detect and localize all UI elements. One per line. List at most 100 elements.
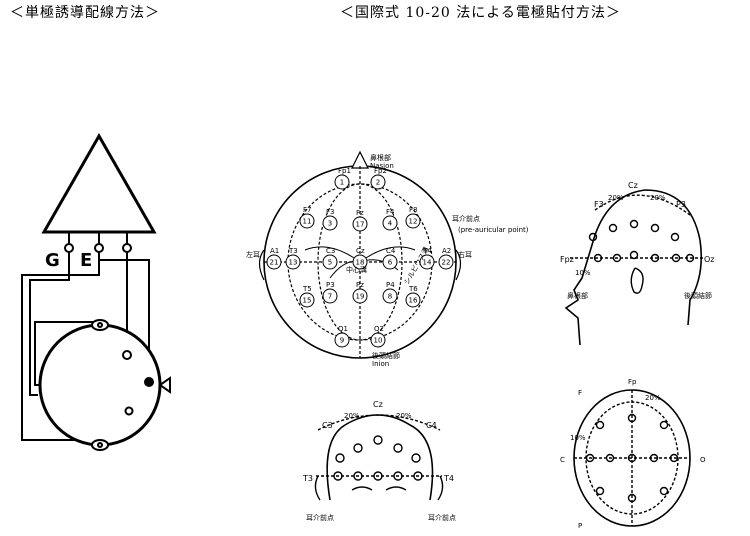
electrode-number: 3 (328, 220, 332, 228)
small-top-f: F (578, 389, 582, 397)
front-t3: T3 (302, 474, 313, 483)
electrode-label: Fp1 (338, 167, 351, 175)
electrode-fp1 (334, 174, 350, 190)
electrode-number: 6 (388, 259, 393, 267)
right-ear-label: 右耳 (458, 250, 472, 259)
exploring-label: E (80, 250, 92, 271)
side-view-diagram (564, 189, 705, 346)
left-ear-label: 左耳 (246, 250, 260, 259)
electrode-number: 11 (303, 218, 312, 226)
side-f3: F3 (594, 200, 604, 209)
electrode-t3 (285, 254, 301, 270)
electrode-label: P3 (326, 281, 335, 289)
front-c3: C3 (322, 421, 333, 430)
terminal-g (64, 243, 74, 253)
electrode-label: T3 (288, 247, 298, 255)
electrode-p3 (322, 288, 338, 304)
nose-marker (158, 376, 171, 394)
side-percent-10: 10% (575, 269, 591, 277)
electrode-number: 16 (409, 297, 418, 305)
electrode-a2 (438, 254, 454, 270)
electrode-number: 7 (328, 293, 332, 301)
electrode-label: C4 (386, 247, 396, 255)
electrode-label: T4 (422, 247, 432, 255)
electrode-o2 (370, 332, 386, 348)
electrode-cz (352, 254, 368, 270)
electrode-c3 (322, 254, 338, 270)
front-view-diagram (314, 414, 444, 501)
inion-jp: 後頭結節 (372, 351, 400, 360)
front-c4: C4 (426, 421, 437, 430)
side-fpz: Fpz (560, 255, 574, 264)
electrode-label: P4 (386, 281, 395, 289)
electrode-label: F4 (386, 208, 395, 216)
electrode-label: F3 (326, 208, 334, 216)
caption-unipolar-wiring: ＜単極誘導配線方法＞ (10, 5, 160, 21)
electrode-a1 (266, 254, 282, 270)
electrode-label: O2 (374, 325, 384, 333)
preauricular-en: (pre-auricular point) (458, 226, 529, 234)
electrode-number: 12 (409, 218, 418, 226)
caption-international-10-20: ＜国際式 10-20 法による電極貼付方法＞ (340, 5, 621, 21)
electrode-number: 9 (340, 337, 344, 345)
electrode-number: 17 (356, 221, 365, 229)
electrode-number: 4 (388, 220, 393, 228)
terminal-ref (122, 243, 132, 253)
amplifier-triangle (41, 132, 157, 234)
nasion-en: Nasion (370, 162, 394, 170)
electrode-t6 (405, 292, 421, 308)
front-t4: T4 (443, 474, 454, 483)
side-p3: P3 (676, 200, 686, 209)
small-top-fp: Fp (628, 378, 637, 386)
side-cz: Cz (628, 181, 638, 190)
front-preauricular-right: 耳介前点 (428, 513, 456, 522)
side-percent-2: 20% (650, 194, 666, 202)
small-top-c: C (560, 456, 565, 464)
electrode-f3 (322, 215, 338, 231)
unipolar-wiring-diagram (21, 132, 171, 451)
electrode-f7 (299, 213, 315, 229)
ground-label: G (45, 250, 60, 271)
front-percent-2: 20% (396, 412, 412, 420)
preauricular-jp: 耳介前点 (452, 214, 480, 223)
electrode-label: T5 (302, 285, 312, 293)
front-preauricular-left: 耳介前点 (306, 513, 334, 522)
electrode-label: A2 (442, 247, 451, 255)
electrode-number: 8 (388, 293, 392, 301)
electrode-f8 (405, 213, 421, 229)
electrode-label: O1 (338, 325, 348, 333)
electrode-number: 14 (423, 259, 432, 267)
electrode-o1 (334, 332, 350, 348)
electrode-t4 (419, 254, 435, 270)
electrode-number: 15 (303, 297, 312, 305)
side-inion: 後頭結節 (684, 291, 712, 300)
electrode-label: C3 (326, 247, 335, 255)
electrode-pz (352, 288, 368, 304)
electrode-number: 10 (374, 337, 383, 345)
top-view-electrodes: 1Fp12Fp211F73F317Fz4F412F821A113T35C318C… (266, 167, 454, 348)
electrode-label: A1 (270, 247, 279, 255)
electrode-label: T6 (408, 285, 418, 293)
electrode-f4 (382, 215, 398, 231)
small-top-p: P (578, 522, 582, 530)
electrode-p4 (382, 288, 398, 304)
electrode-number: 21 (270, 259, 279, 267)
electrode-number: 18 (356, 259, 365, 267)
small-top-percent-10: 10% (570, 434, 586, 442)
side-oz: Oz (704, 255, 715, 264)
electrode-t5 (299, 292, 315, 308)
electrode-number: 19 (356, 293, 365, 301)
electrode-number: 2 (376, 179, 380, 187)
electrode-label: F8 (409, 206, 417, 214)
electrode-c4 (382, 254, 398, 270)
electrode-label: Fz (356, 209, 364, 217)
head-outline (38, 323, 162, 447)
electrode-number: 13 (289, 259, 298, 267)
electrode-number: 5 (328, 259, 332, 267)
electrode-number: 22 (442, 259, 451, 267)
electrode-number: 1 (340, 179, 344, 187)
front-percent-1: 20% (344, 412, 360, 420)
side-nasion: 鼻根部 (567, 291, 588, 300)
small-top-percent: 20% (645, 394, 661, 402)
